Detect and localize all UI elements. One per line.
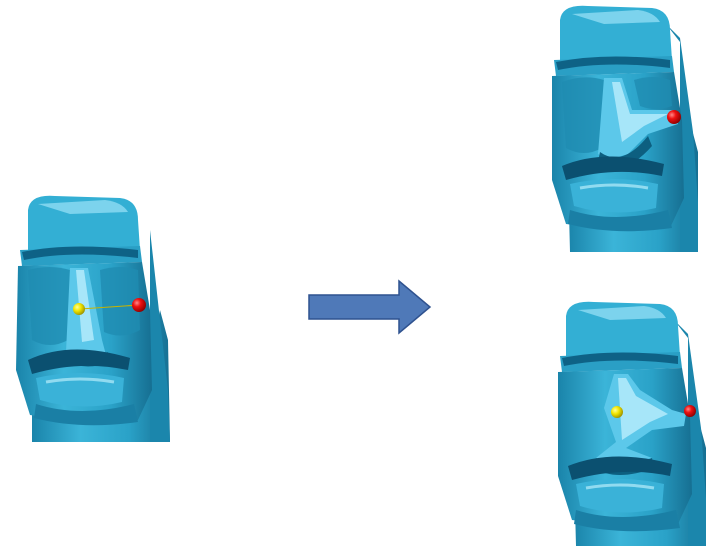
deformed-statue-bottom-panel [558,301,706,546]
statue-body [16,195,170,442]
original-statue-panel [16,195,170,442]
yellow-handle-icon[interactable] [611,406,623,418]
red-handle-icon[interactable] [684,405,696,417]
red-handle-icon[interactable] [132,298,146,312]
red-handle-icon[interactable] [667,110,681,124]
deformation-link-line [79,304,140,310]
statue-body [552,5,698,252]
right-arrow-icon [308,279,432,335]
statue-body [558,301,706,546]
deformed-statue-top-panel [552,5,698,252]
yellow-handle-icon[interactable] [73,303,85,315]
